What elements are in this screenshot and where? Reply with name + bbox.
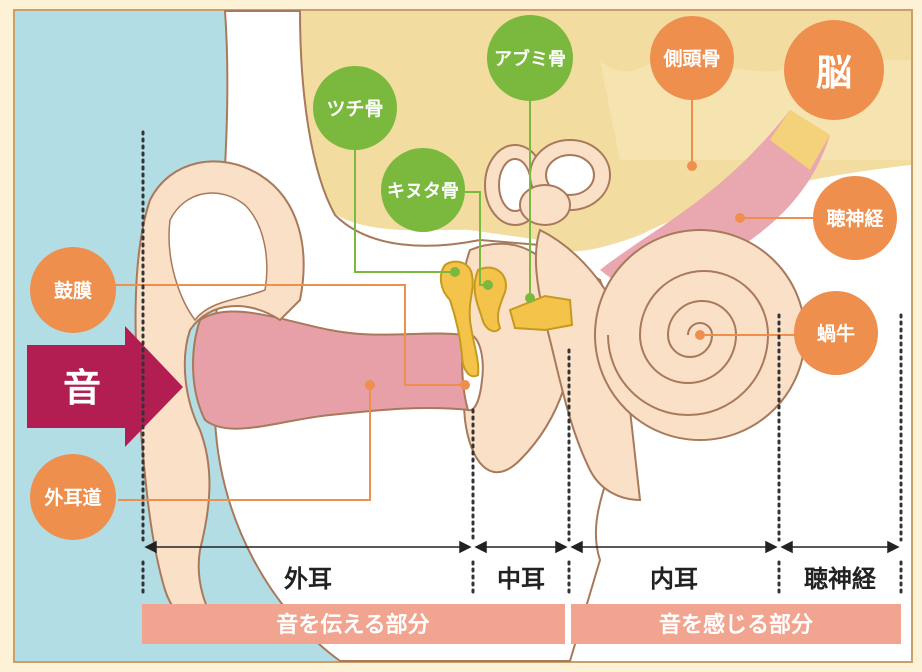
tsuchi-bubble: ツチ骨 — [313, 66, 397, 150]
kagyu-bubble: 蝸牛 — [794, 291, 878, 375]
gaijidou-label: 外耳道 — [44, 486, 101, 509]
sound-label: 音 — [63, 366, 101, 410]
section-outer-label: 外耳 — [284, 565, 332, 593]
sokutou-label: 側頭骨 — [662, 48, 720, 70]
nou-label: 脳 — [816, 53, 852, 94]
section-middle-label: 中耳 — [497, 565, 545, 593]
section-inner-label: 内耳 — [650, 565, 698, 593]
transmit-band-label: 音を伝える部分 — [276, 612, 429, 638]
kagyu-label: 蝸牛 — [817, 322, 855, 345]
nou-bubble: 脳 — [784, 20, 884, 120]
abumi-bubble: アブミ骨 — [487, 15, 573, 101]
komaku-label: 鼓膜 — [54, 279, 92, 302]
komaku-bubble: 鼓膜 — [30, 247, 116, 333]
section-nerve-label: 聴神経 — [804, 565, 877, 593]
sokutou-bubble: 側頭骨 — [650, 16, 734, 100]
sense-band-label: 音を感じる部分 — [659, 612, 813, 638]
transmit-band: 音を伝える部分 — [142, 604, 565, 644]
sense-band: 音を感じる部分 — [571, 604, 901, 644]
abumi-label: アブミ骨 — [494, 48, 566, 70]
tsuchi-label: ツチ骨 — [326, 98, 383, 120]
kinuta-bubble: キヌタ骨 — [381, 148, 465, 232]
choushinkei-label: 聴神経 — [826, 207, 884, 230]
choushinkei-bubble: 聴神経 — [813, 176, 897, 260]
gaijidou-bubble: 外耳道 — [30, 454, 116, 540]
kinuta-label: キヌタ骨 — [387, 181, 459, 202]
